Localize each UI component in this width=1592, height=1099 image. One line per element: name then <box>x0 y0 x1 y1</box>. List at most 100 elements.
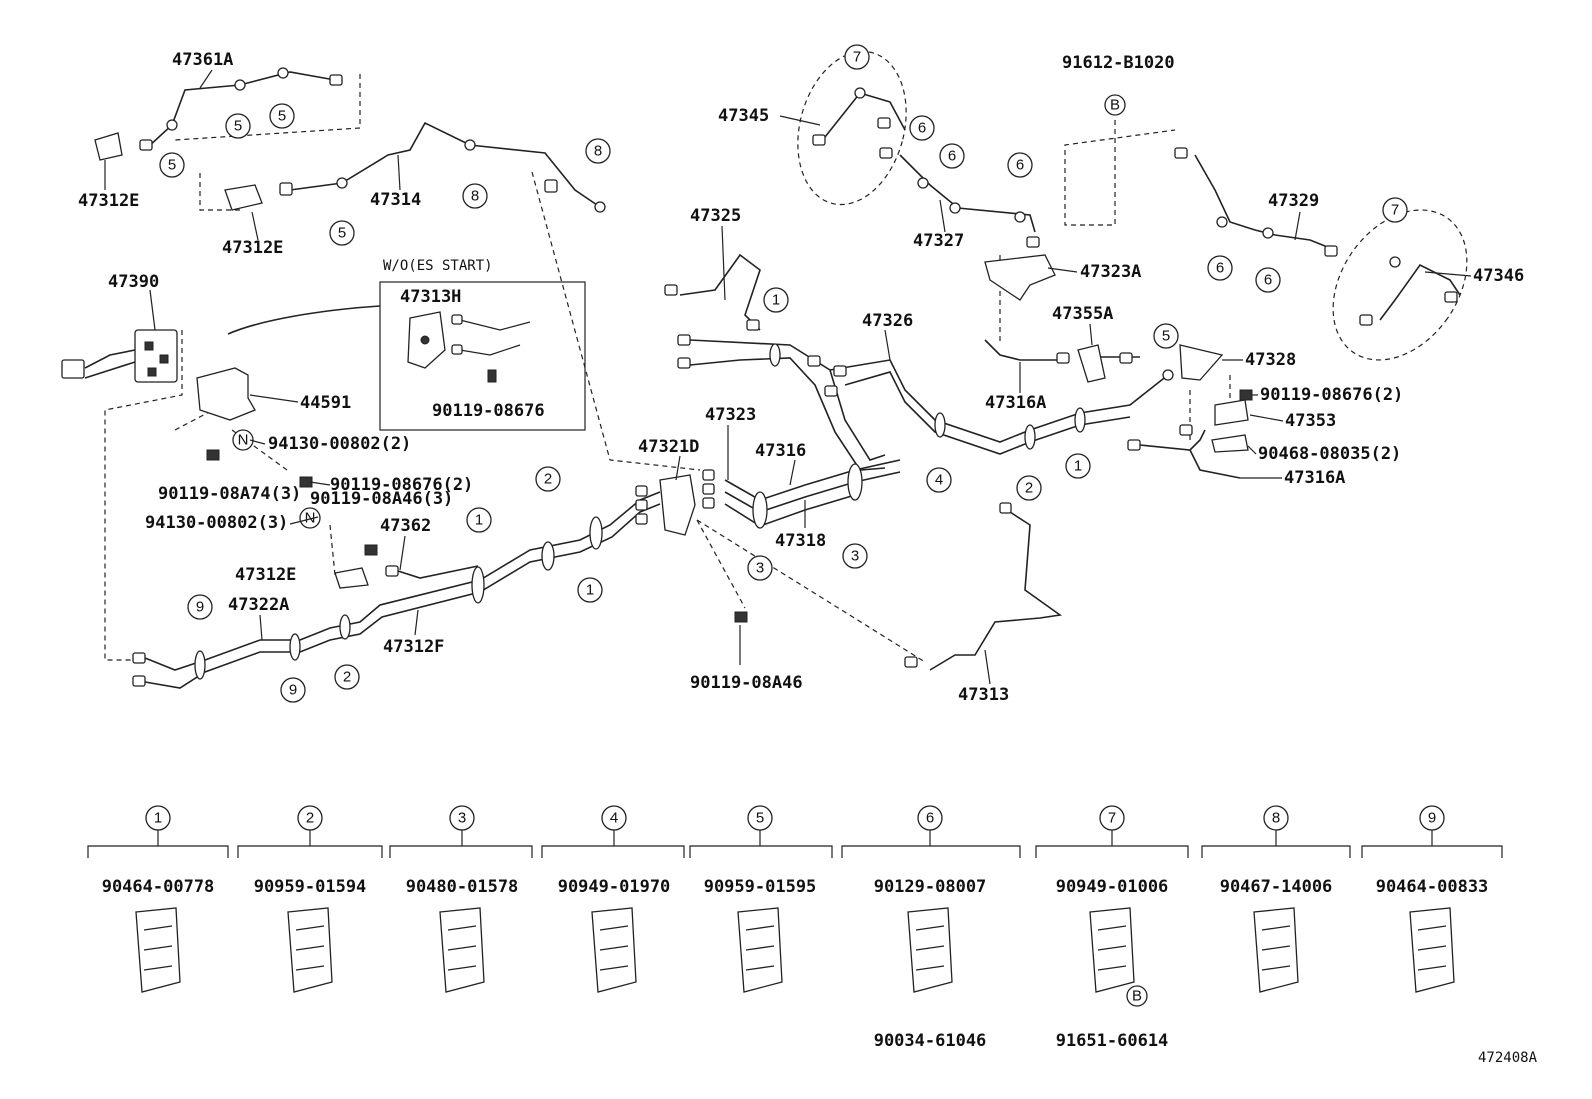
callout-number: 5 <box>168 157 176 174</box>
label-91612-B1020: 91612-B1020 <box>1062 53 1175 73</box>
label-47390: 47390 <box>108 272 159 292</box>
callout-number: 8 <box>471 188 479 205</box>
legend-key: 6 <box>926 810 934 827</box>
callout-circle <box>1065 453 1091 479</box>
callout-circle <box>585 138 611 164</box>
clamp-shape <box>591 907 637 993</box>
callout-circle <box>1207 255 1233 281</box>
label-90119-08676-inset: 90119-08676 <box>432 401 545 421</box>
label-leaders <box>104 69 1472 685</box>
label-90468-08035-2: 90468-08035(2) <box>1258 444 1401 464</box>
brake-tube-lines <box>144 71 1461 689</box>
label-47329: 47329 <box>1268 191 1319 211</box>
clamp-shape <box>1089 907 1135 993</box>
callout-circle <box>535 466 561 492</box>
callout-circle <box>747 555 773 581</box>
label-47346: 47346 <box>1473 266 1524 286</box>
label-47316: 47316 <box>755 441 806 461</box>
bracket-47328 <box>1179 344 1224 381</box>
callout-number: 9 <box>289 682 297 699</box>
callout-letter: B <box>1132 988 1142 1005</box>
bracket-47323A <box>984 254 1056 301</box>
callout-circle <box>939 143 965 169</box>
callout-number: 7 <box>1391 202 1399 219</box>
callout-number: 1 <box>475 512 483 529</box>
callout-number: 2 <box>1025 480 1033 497</box>
legend-item-7: 7 90949-01006 91651-60614 <box>1035 805 1189 1051</box>
label-90119-08676-2b: 90119-08676(2) <box>1260 385 1403 405</box>
callout-number: 3 <box>756 560 764 577</box>
callout-circle <box>1153 323 1179 349</box>
inset-wo-es-start <box>379 281 586 431</box>
clamp-shape <box>1409 907 1455 993</box>
callout-number: 1 <box>1074 458 1082 475</box>
legend-part-number: 90464-00833 <box>1376 877 1489 897</box>
callout-circle <box>842 543 868 569</box>
junction-block-47390 <box>61 329 178 383</box>
hose-block-47355A <box>1077 344 1106 383</box>
label-47323: 47323 <box>705 405 756 425</box>
legend-key: 8 <box>1272 810 1280 827</box>
callout-number: 6 <box>1264 272 1272 289</box>
callout-number: 6 <box>1016 157 1024 174</box>
label-90119-08676-2a: 90119-08676(2) <box>330 475 473 495</box>
callout-number: 9 <box>196 599 204 616</box>
bolts <box>206 389 1253 623</box>
label-47345: 47345 <box>718 106 769 126</box>
label-90119-08A46-3: 90119-08A46(3) <box>310 489 453 509</box>
callout-circles: 55558876666675142121133992NNBBB <box>159 44 1408 1007</box>
clamp-legend: 190464-00778290959-01594390480-015784909… <box>87 805 1503 1051</box>
part-shapes <box>61 67 1458 687</box>
pipe-clamps <box>194 343 1086 680</box>
label-90119-08A74-3: 90119-08A74(3) <box>158 484 301 504</box>
callout-circle <box>225 113 251 139</box>
callout-letter-circle <box>1126 985 1148 1007</box>
legend-key: 3 <box>458 810 466 827</box>
legend-part-number: 90129-08007 <box>874 877 987 897</box>
unions-47312E <box>94 132 369 589</box>
callout-circle <box>462 183 488 209</box>
callout-circle <box>926 467 952 493</box>
label-47327: 47327 <box>913 231 964 251</box>
legend-key: 4 <box>610 810 618 827</box>
legend-bracket <box>237 830 383 858</box>
label-47355A: 47355A <box>1052 304 1113 324</box>
callout-number: 4 <box>935 472 943 489</box>
legend-key: 5 <box>756 810 764 827</box>
callout-number: 5 <box>278 108 286 125</box>
callout-letter: N <box>305 510 316 527</box>
legend-bracket <box>1361 830 1503 858</box>
callout-letter-circle <box>299 507 321 529</box>
fitting-47321D <box>659 474 696 536</box>
label-94130-00802-3: 94130-00802(3) <box>145 513 288 533</box>
callout-circle <box>159 152 185 178</box>
legend-part-number: 90949-01006 <box>1056 877 1169 897</box>
callout-number: 3 <box>851 548 859 565</box>
legend-bracket <box>1035 830 1189 858</box>
label-47325: 47325 <box>690 206 741 226</box>
callout-number: 2 <box>343 669 351 686</box>
label-47361A: 47361A <box>172 50 233 70</box>
pipe-clip-points <box>166 67 1401 381</box>
drawing-reference-id: 472408A <box>1478 1050 1538 1066</box>
label-94130-00802-2: 94130-00802(2) <box>268 434 411 454</box>
legend-sub-part-number: 91651-60614 <box>1056 1031 1169 1051</box>
callout-number: 8 <box>594 143 602 160</box>
label-47312E-b: 47312E <box>222 238 283 258</box>
dashed-leader-lines <box>104 74 1231 663</box>
clamp-shape <box>1253 907 1299 993</box>
bracket-44591 <box>196 367 256 421</box>
label-47313H: 47313H <box>400 287 461 307</box>
callout-letter: N <box>238 432 249 449</box>
clip-90468 <box>1211 434 1249 453</box>
legend-sub-part-number: 90034-61046 <box>874 1031 987 1051</box>
callout-number: 1 <box>772 292 780 309</box>
flare-nuts <box>132 74 1458 687</box>
legend-key: 7 <box>1108 810 1116 827</box>
legend-bracket <box>541 830 685 858</box>
legend-part-number: 90949-01970 <box>558 877 671 897</box>
label-47316A-a: 47316A <box>985 393 1046 413</box>
callout-number: 5 <box>338 225 346 242</box>
